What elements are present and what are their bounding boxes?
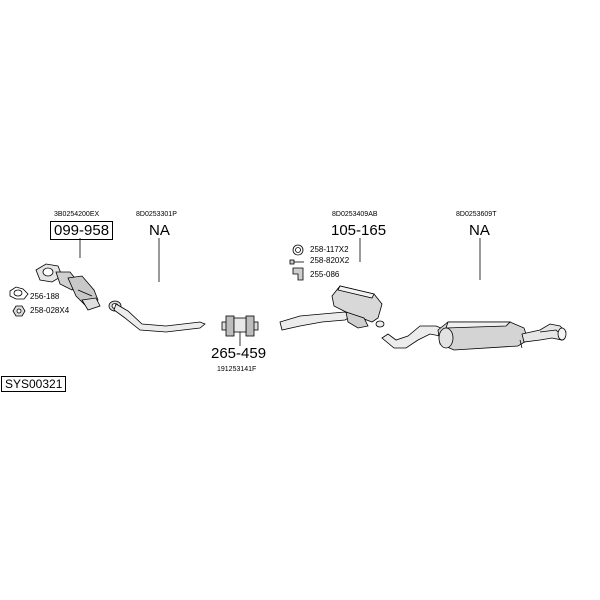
middle-silencer-part [279,285,385,331]
accessory-number-hanger[interactable]: 255-086 [310,270,340,279]
oem-number-downpipe: 3B0254200EX [54,211,100,218]
oem-number-front-pipe: 8D0253301P [136,211,177,218]
accessory-number-nut[interactable]: 258-028X4 [30,306,70,315]
repair-connector-part [221,315,259,337]
nut-icon [12,305,26,317]
oem-number-repair-connector: 191253141F [217,366,257,373]
part-number-rear-silencer[interactable]: NA [469,222,490,239]
hanger-icon [292,267,304,281]
downpipe-part [35,263,101,311]
accessory-number-bolt[interactable]: 258-820X2 [310,256,350,265]
front-pipe-part [108,300,206,333]
oem-number-middle-silencer: 8D0253409AB [332,211,378,218]
diagram-id-label: SYS00321 [1,376,67,392]
oem-number-rear-silencer: 8D0253609T [456,211,497,218]
clamp-icon [292,244,304,256]
accessory-number-gasket[interactable]: 256-188 [30,292,60,301]
rear-silencer-part [381,321,567,351]
part-number-middle-silencer[interactable]: 105-165 [331,222,387,239]
part-number-downpipe[interactable]: 099-958 [50,221,114,240]
accessory-number-clamp[interactable]: 258-117X2 [310,245,349,254]
part-number-front-pipe[interactable]: NA [149,222,170,239]
bolt-icon [289,259,304,265]
part-number-repair-connector[interactable]: 265-459 [211,345,267,362]
gasket-icon [9,286,29,300]
